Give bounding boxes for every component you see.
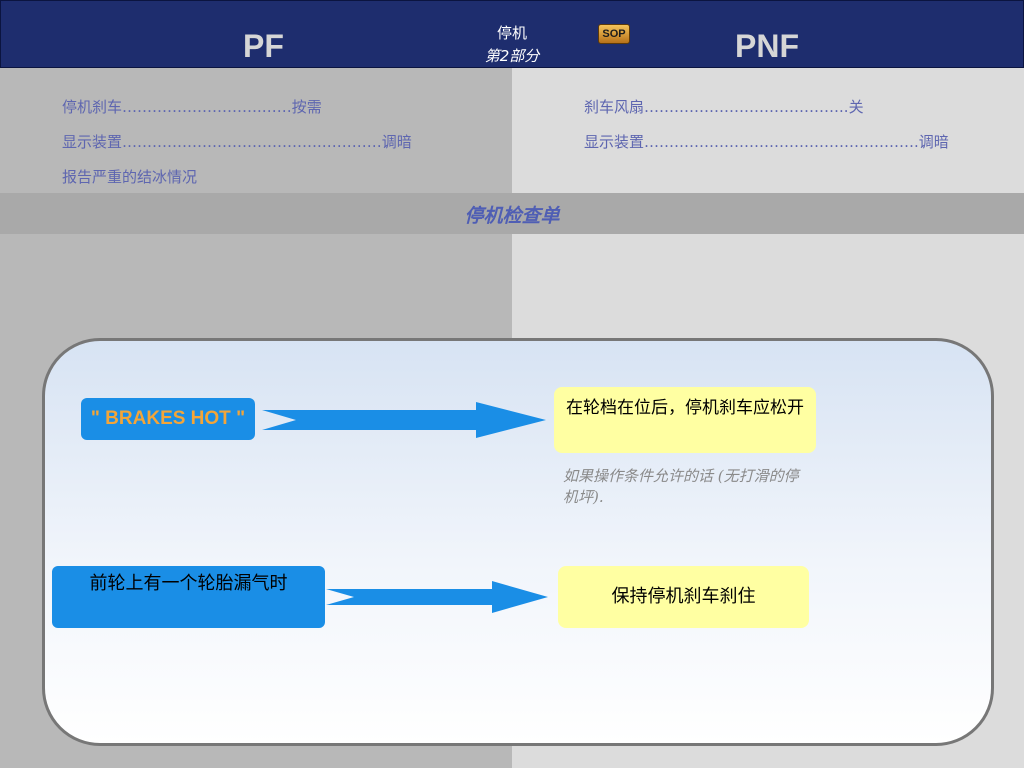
checklist-band-title: 停机检查单 bbox=[464, 205, 560, 227]
pf-label: PF bbox=[243, 28, 284, 64]
pf-checklist-item: 显示装置………………………………….…………调暗 bbox=[62, 131, 412, 152]
pnf-checklist-item: 刹车风扇…………………………………..关 bbox=[584, 96, 864, 117]
checklist-item-label: 报告严重的结冰情况 bbox=[62, 168, 198, 186]
right-arrow-icon bbox=[262, 402, 546, 438]
checklist-item-label: 显示装置 bbox=[584, 133, 645, 151]
checklist-item-value: 调暗 bbox=[918, 133, 949, 151]
checklist-leader-dots: ………………………………….………… bbox=[122, 133, 382, 151]
pf-checklist-item: 报告严重的结冰情况 bbox=[62, 166, 197, 187]
right-arrow-icon bbox=[326, 581, 548, 613]
checklist-item-label: 刹车风扇 bbox=[584, 98, 645, 116]
checklist-item-value: 关 bbox=[848, 98, 864, 116]
operating-conditions-note: 如果操作条件允许的话 (无打滑的停机坪). bbox=[563, 467, 799, 506]
slide-subtitle: 第2部分 bbox=[484, 47, 540, 65]
pnf-label: PNF bbox=[735, 28, 799, 64]
checklist-leader-dots: ……………………….…… bbox=[122, 98, 292, 116]
pf-checklist-item: 停机刹车……………………….……按需 bbox=[62, 96, 322, 117]
flat-tire-condition: 前轮上有一个轮胎漏气时 bbox=[52, 566, 325, 628]
slide-header bbox=[0, 0, 1024, 68]
checklist-leader-dots: ………………………………………………. bbox=[644, 133, 919, 151]
sop-badge-icon: SOP bbox=[598, 24, 630, 44]
checklist-item-label: 显示装置 bbox=[62, 133, 123, 151]
checklist-item-value: 按需 bbox=[291, 98, 322, 116]
checklist-item-label: 停机刹车 bbox=[62, 98, 123, 116]
pnf-checklist-item: 显示装置……………………………………………….调暗 bbox=[584, 131, 949, 152]
brakes-hot-condition: " BRAKES HOT " bbox=[81, 398, 255, 440]
checklist-item-value: 调暗 bbox=[381, 133, 412, 151]
release-brake-action: 在轮档在位后，停机刹车应松开 bbox=[554, 387, 816, 453]
checklist-band bbox=[0, 193, 1024, 234]
keep-brake-set-action: 保持停机刹车刹住 bbox=[558, 566, 809, 628]
slide-title: 停机 bbox=[496, 24, 527, 42]
checklist-leader-dots: ………………………………….. bbox=[644, 98, 849, 116]
